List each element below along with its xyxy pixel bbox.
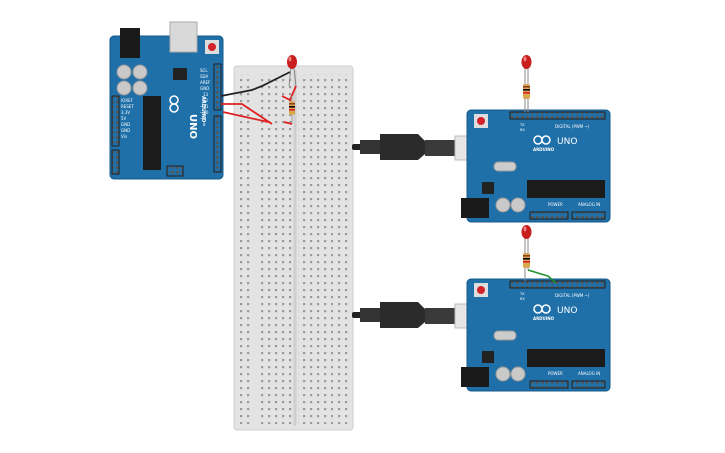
pin-label: 12 bbox=[203, 98, 209, 103]
digital-header[interactable] bbox=[213, 63, 222, 111]
analog-header[interactable] bbox=[571, 380, 606, 389]
resistor-icon[interactable] bbox=[523, 84, 530, 99]
tx-label: TX bbox=[519, 292, 525, 296]
digital-header[interactable] bbox=[213, 115, 222, 173]
power-label: POWER bbox=[548, 371, 563, 376]
resistor-icon[interactable] bbox=[289, 96, 295, 124]
capacitor bbox=[132, 64, 148, 80]
led-icon[interactable] bbox=[287, 55, 297, 87]
board-brand-label: ARDUINO bbox=[200, 96, 206, 122]
power-label: POWER bbox=[548, 202, 563, 207]
power-jack bbox=[461, 367, 489, 387]
wire-red[interactable] bbox=[221, 103, 273, 125]
pin-label: ~10 bbox=[200, 110, 209, 115]
microcontroller-chip bbox=[143, 96, 161, 170]
breadboard[interactable] bbox=[233, 65, 354, 431]
microcontroller-chip bbox=[527, 349, 605, 367]
rx-label: RX bbox=[520, 128, 525, 132]
board-brand-label: ARDUINO bbox=[533, 147, 555, 152]
digital-header[interactable] bbox=[509, 111, 606, 120]
arduino-left[interactable]: UNO ARDUINO SCL SDA AREF GND 13 12 ~11 ~… bbox=[109, 21, 224, 180]
arduino-top-right[interactable]: DIGITAL (PWM ~) UNO ARDUINO TX RX POWER … bbox=[461, 109, 611, 223]
tx-label: TX bbox=[519, 123, 525, 127]
analog-header[interactable] bbox=[111, 149, 120, 175]
power-jack bbox=[120, 28, 140, 58]
board-model-label: UNO bbox=[557, 137, 577, 147]
digital-header[interactable] bbox=[509, 280, 606, 289]
side-label: Vin bbox=[121, 134, 128, 139]
analog-label: ANALOG IN bbox=[578, 371, 600, 376]
board-model-label: UNO bbox=[557, 306, 577, 316]
digital-label: DIGITAL (PWM ~) bbox=[555, 293, 590, 298]
pin-label: ~11 bbox=[200, 104, 209, 109]
analog-label: ANALOG IN bbox=[578, 202, 600, 207]
pin-label: 13 bbox=[203, 92, 209, 97]
wire-red[interactable] bbox=[281, 85, 297, 102]
analog-header[interactable] bbox=[571, 211, 606, 220]
capacitor bbox=[132, 80, 148, 96]
side-label: 5V bbox=[121, 116, 127, 121]
capacitor bbox=[116, 64, 132, 80]
side-label: 3.3V bbox=[121, 110, 130, 115]
pin-label: SCL bbox=[200, 68, 208, 73]
board-brand-label: ARDUINO bbox=[533, 316, 555, 321]
resistor-icon[interactable] bbox=[523, 253, 530, 268]
pin-label: AREF bbox=[200, 80, 211, 85]
wire-red[interactable] bbox=[222, 111, 269, 123]
side-label: IOREF bbox=[121, 98, 134, 103]
board-model-label: UNO bbox=[187, 114, 198, 139]
pin-label: SDA bbox=[200, 74, 209, 79]
pin-label: 8 bbox=[203, 122, 206, 127]
pin-label: ~9 bbox=[200, 116, 206, 121]
led-icon[interactable] bbox=[521, 55, 532, 112]
power-header[interactable] bbox=[529, 211, 569, 220]
wire-black[interactable] bbox=[220, 71, 291, 97]
rx-label: RX bbox=[520, 297, 525, 301]
digital-label: DIGITAL (PWM ~) bbox=[555, 124, 590, 129]
side-label: GND bbox=[121, 128, 130, 133]
usb-socket bbox=[169, 21, 198, 53]
pin-label: GND bbox=[200, 86, 209, 91]
wire-red[interactable] bbox=[283, 121, 293, 125]
power-header[interactable] bbox=[529, 380, 569, 389]
side-label: GND bbox=[121, 122, 130, 127]
arduino-bottom-right[interactable]: DIGITAL (PWM ~) UNO ARDUINO TX RX POWER … bbox=[461, 278, 611, 392]
wire-green[interactable] bbox=[527, 269, 557, 284]
microcontroller-chip bbox=[527, 180, 605, 198]
power-header[interactable] bbox=[111, 95, 120, 147]
side-label: RESET bbox=[121, 104, 134, 109]
power-jack bbox=[461, 198, 489, 218]
capacitor bbox=[116, 80, 132, 96]
